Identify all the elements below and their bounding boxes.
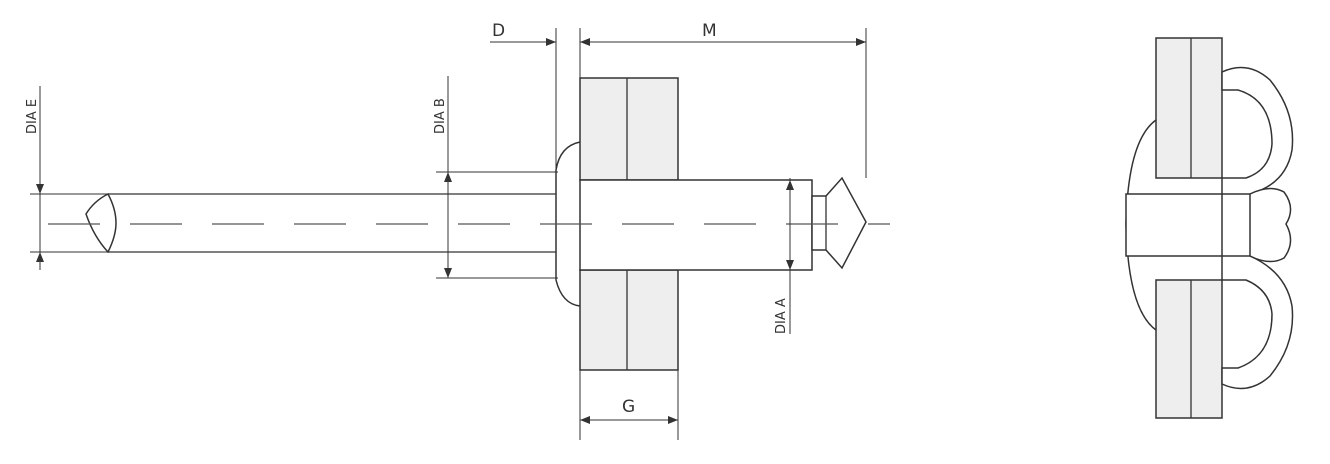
- rivet-side-view: [48, 77, 890, 371]
- dimension-m: M: [579, 21, 867, 178]
- label-dia-b: DIA B: [433, 98, 448, 134]
- rivet-sleeve: [579, 179, 813, 271]
- label-m: M: [702, 21, 717, 41]
- mandrel-head: [811, 176, 867, 270]
- dimension-dia-a: DIA A: [774, 178, 812, 334]
- mandrel-tail: [85, 193, 117, 254]
- label-d: D: [492, 21, 505, 41]
- label-dia-a: DIA A: [774, 298, 789, 334]
- dimension-dia-e: DIA E: [25, 86, 108, 270]
- rivet-installed-view: [1125, 37, 1294, 419]
- mandrel-shank: [108, 193, 558, 253]
- dimension-g: G: [579, 370, 679, 440]
- label-dia-e: DIA E: [25, 99, 40, 134]
- dimension-dia-b: DIA B: [433, 76, 558, 279]
- label-g: G: [622, 397, 635, 417]
